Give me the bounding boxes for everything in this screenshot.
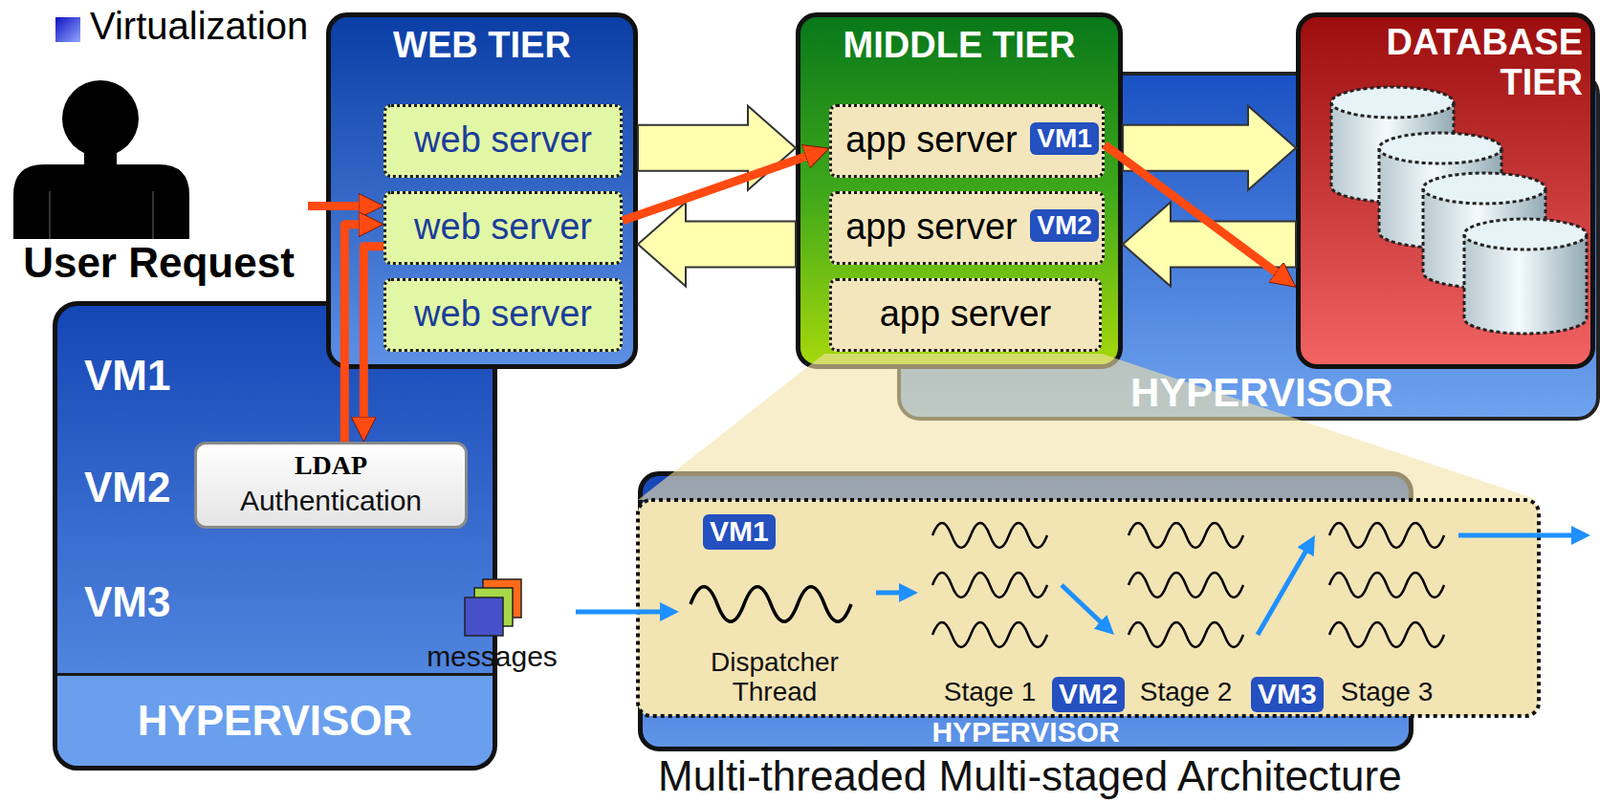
node-text: web server [414,293,592,336]
node-text: app server [879,293,1053,336]
flow-arrow [575,610,665,615]
flow-arrow [307,201,365,211]
node-text: Stage 3 [1340,677,1434,708]
node-text: Authentication [240,484,422,519]
flow-arrow [1104,144,1281,276]
text-slot: VM1 [702,514,776,550]
message-icon [464,579,522,636]
text-slot: app server [837,119,1026,162]
node-text: Stage 2 [1139,677,1233,708]
node-text: messages [426,640,558,675]
node-text: app server [845,206,1018,249]
text-slot: User Request [9,239,308,288]
node-text: app server [845,119,1018,162]
web-server-box: web server [383,191,623,265]
text-slot: app server [837,206,1026,249]
node-text: web server [414,119,592,162]
text-slot: MIDDLE TIER [800,24,1118,67]
flow-arrow [363,246,384,423]
text-slot: messages [408,640,576,675]
text-slot: VM1 [1029,122,1100,155]
text-slot: web server [386,293,620,336]
vm-label: VM3 [1250,677,1324,713]
thread-squiggles [690,523,1445,648]
node-text: User Request [22,239,295,288]
block-arrow [637,106,796,191]
text-slot: web server [386,206,620,249]
app-server-box: app server VM1 [829,104,1105,178]
flow-arrow [622,154,811,221]
node-text: Stage 1 [943,677,1037,708]
text-slot: Virtualization [89,3,308,48]
app-server-box: app server [829,278,1102,352]
caption-text: Multi-threaded Multi-staged Architecture [657,753,1403,800]
vm-host-box: VM1VM2VM3LDAPAuthenticationmessagesHYPER… [52,301,498,771]
text-slot: WEB TIER [330,24,634,67]
node-text: WEB TIER [393,24,571,67]
node-text: Dispatcher Thread [679,648,871,708]
flow-arrow [1061,585,1104,626]
node-text: web server [414,206,592,249]
node-text: VM1 [1030,122,1099,155]
app-server-box: app server VM2 [829,191,1105,265]
flow-arrow [344,224,365,442]
text-slot: VM2 [1052,677,1125,713]
vm-label: VM1 [702,514,776,550]
web-server-box: web server [383,104,623,178]
node-text: MIDDLE TIER [843,24,1076,67]
text-slot: HYPERVISOR [57,697,493,746]
ldap-box: LDAPAuthentication [194,441,468,529]
block-arrow [1122,201,1296,286]
node-text: LDAP [294,450,368,482]
text-slot: VM2 [84,463,209,513]
text-slot: app server [832,293,1099,336]
text-slot: Dispatcher Thread [679,648,871,708]
node-text: VM3 [84,578,171,628]
text-slot: DATABASE TIER [1338,22,1583,104]
database-cylinders [1331,87,1587,334]
zoom-callout [637,353,1539,501]
hypervisor-band: HYPERVISOR [57,673,493,767]
flow-arrow [1257,547,1309,636]
text-slot: Multi-threaded Multi-staged Architecture [657,753,1403,800]
text-slot: VM3 [1250,677,1324,713]
text-slot: Authentication [197,484,465,519]
text-slot: VM3 [84,578,209,628]
node-text: HYPERVISOR [931,717,1119,748]
title-bullet [55,17,81,43]
text-slot: VM2 [1029,209,1100,242]
block-arrow [637,201,796,286]
vm-label: VM2 [1052,677,1125,713]
text-slot: HYPERVISOR [642,717,1409,748]
output-arrow [1458,533,1577,539]
node-text: VM2 [84,463,171,513]
text-slot: LDAP [197,450,465,482]
web-tier-box: WEB TIER web server web server web server [326,12,638,370]
diagram-title: Virtualization [89,3,308,48]
node-text: VM2 [1030,209,1099,242]
flow-arrow [876,590,904,595]
stage-pipeline-frame [637,500,1539,717]
text-slot: HYPERVISOR [1130,370,1437,417]
middle-tier-box: MIDDLE TIERapp serverVM1app serverVM2app… [795,12,1123,370]
user-icon [13,80,190,240]
node-text: HYPERVISOR [137,697,414,746]
node-text: VM1 [84,351,171,401]
text-slot: web server [386,119,620,162]
node-text: DATABASE TIER [1338,22,1583,104]
text-slot: VM1 [84,351,209,401]
node-text: HYPERVISOR [1130,370,1394,417]
web-server-box: web server [383,278,623,352]
